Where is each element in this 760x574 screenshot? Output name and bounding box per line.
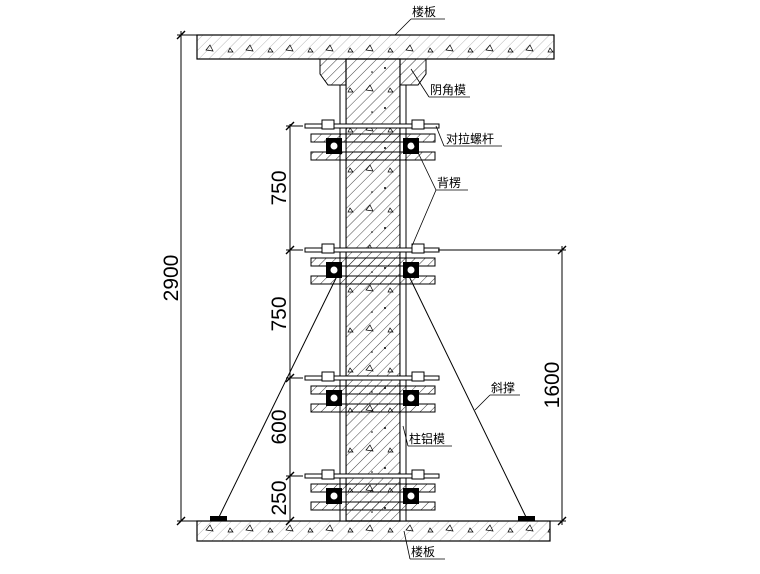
waler-upper-2 — [310, 257, 436, 267]
tie-rod-nut-right-1 — [411, 119, 425, 130]
waler-groups — [304, 119, 440, 511]
top-slab — [196, 34, 555, 60]
waler-lower-3 — [310, 403, 436, 413]
right-brace-base — [518, 516, 535, 521]
brace-height-text: 1600 — [541, 362, 564, 409]
span-3-text: 600 — [268, 409, 291, 444]
tie-rod-label: 对拉螺杆 — [446, 131, 494, 146]
left-brace-base — [210, 516, 227, 521]
column-form-label: 柱铝模 — [409, 431, 445, 446]
square-tube-hole-left-3 — [330, 394, 338, 402]
tie-rod-1 — [304, 123, 440, 129]
square-tube-hole-right-4 — [407, 492, 415, 500]
tie-rod-4 — [304, 473, 440, 479]
diagonal-braces — [210, 269, 535, 521]
square-tube-hole-right-2 — [407, 266, 415, 274]
tie-rod-nut-left-3 — [321, 371, 335, 382]
waler-lower-1 — [310, 151, 436, 161]
square-tube-hole-left-4 — [330, 492, 338, 500]
bottom-slab — [196, 520, 551, 542]
square-tube-hole-left-2 — [330, 266, 338, 274]
waler-lower-2 — [310, 275, 436, 285]
span-dimension-chain — [285, 121, 303, 526]
square-tube-hole-right-3 — [407, 394, 415, 402]
tie-rod-nut-left-1 — [321, 119, 335, 130]
column-form-plates — [339, 84, 407, 522]
tie-rod-nut-right-4 — [411, 469, 425, 480]
tie-rod-nut-right-2 — [411, 243, 425, 254]
span-1-text: 750 — [268, 170, 291, 205]
tie-rod-nut-right-3 — [411, 371, 425, 382]
waler-upper-4 — [310, 483, 436, 493]
brace-label: 斜撑 — [491, 380, 515, 395]
square-tube-hole-right-1 — [407, 142, 415, 150]
waler-label: 背楞 — [437, 175, 461, 190]
waler-upper-1 — [310, 133, 436, 143]
span-2-text: 750 — [268, 296, 291, 331]
corner-form-label: 阴角模 — [430, 83, 466, 97]
bottom-slab-label: 楼板 — [411, 544, 435, 559]
square-tube-hole-left-1 — [330, 142, 338, 150]
waler-lower-4 — [310, 501, 436, 511]
total-height-dimension — [176, 30, 197, 526]
total-height-text: 2900 — [160, 255, 183, 302]
span-4-text: 250 — [268, 480, 291, 515]
leader-lines — [394, 18, 520, 560]
brace-height-dimension — [438, 245, 567, 526]
tie-rod-nut-left-4 — [321, 469, 335, 480]
tie-rod-nut-left-2 — [321, 243, 335, 254]
top-slab-label: 楼板 — [412, 4, 436, 19]
tie-rod-3 — [304, 375, 440, 381]
waler-upper-3 — [310, 385, 436, 395]
